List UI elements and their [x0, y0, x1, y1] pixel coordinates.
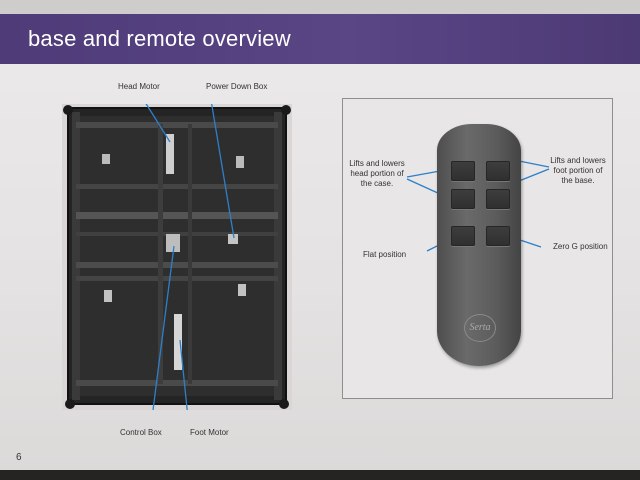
foot-up-button[interactable] [486, 161, 510, 181]
zero-g-button[interactable] [486, 226, 510, 246]
foot-motor-label: Foot Motor [190, 428, 229, 437]
page-number: 6 [16, 452, 22, 463]
foot-lift-line-3: the base. [561, 176, 595, 185]
control-box-label: Control Box [120, 428, 162, 437]
head-lift-line-2: head portion of [350, 169, 404, 178]
serta-logo: Serta [464, 314, 496, 342]
bed-base-photo [62, 104, 292, 410]
head-lift-description: Lifts and lowers head portion of the cas… [347, 159, 407, 189]
foot-lift-line-1: Lifts and lowers [550, 156, 606, 165]
head-lift-line-1: Lifts and lowers [349, 159, 405, 168]
foot-down-button[interactable] [486, 189, 510, 209]
page-title: base and remote overview [28, 26, 291, 51]
foot-lift-line-2: foot portion of [553, 166, 603, 175]
head-down-button[interactable] [451, 189, 475, 209]
remote-overview-panel: Lifts and lowers head portion of the cas… [342, 98, 613, 399]
head-motor-label: Head Motor [118, 82, 160, 91]
head-lift-line-3: the case. [360, 179, 394, 188]
zero-g-position-label: Zero G position [553, 242, 608, 251]
foot-lift-description: Lifts and lowers foot portion of the bas… [547, 156, 609, 186]
background-surface [0, 470, 640, 480]
flat-position-label: Flat position [363, 250, 407, 259]
head-up-button[interactable] [451, 161, 475, 181]
remote-control: Serta [437, 124, 521, 366]
section-header: base and remote overview [0, 14, 640, 64]
manual-page: base and remote overview Head Motor Powe… [0, 0, 640, 470]
page-top-edge [0, 0, 640, 14]
flat-button[interactable] [451, 226, 475, 246]
power-down-box-label: Power Down Box [206, 82, 268, 91]
